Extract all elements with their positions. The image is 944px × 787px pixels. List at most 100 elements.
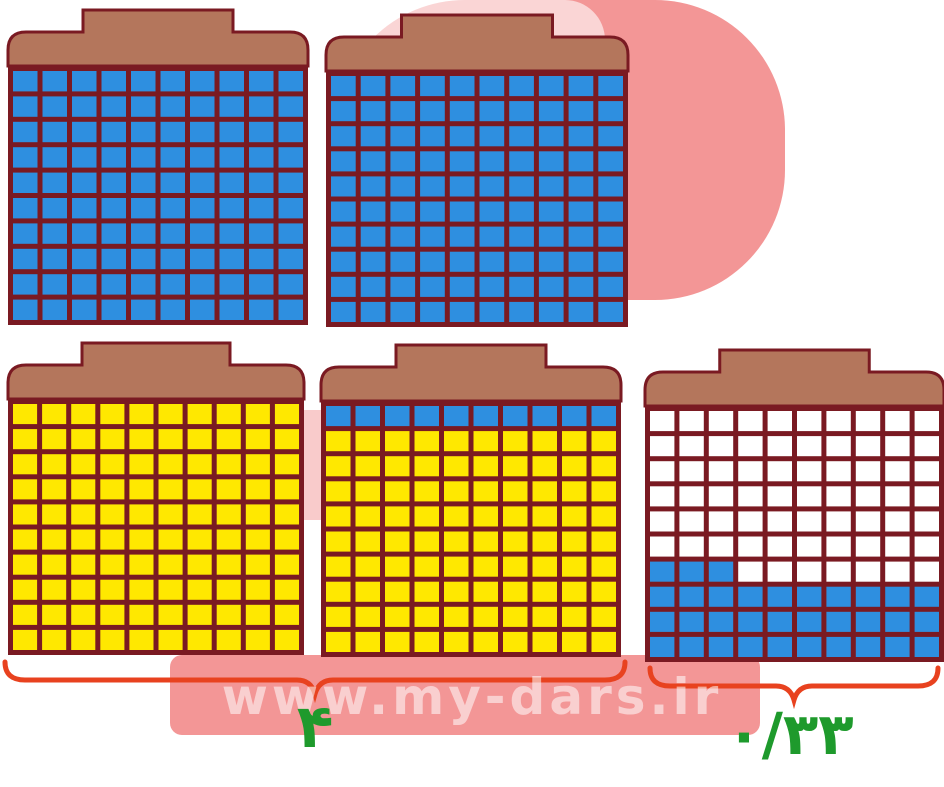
window bbox=[187, 554, 212, 575]
window bbox=[390, 176, 416, 197]
window bbox=[385, 506, 410, 527]
window bbox=[479, 101, 505, 122]
window bbox=[679, 586, 704, 607]
window bbox=[13, 274, 38, 295]
window bbox=[568, 101, 594, 122]
window bbox=[326, 431, 351, 452]
window bbox=[797, 561, 822, 582]
window bbox=[568, 151, 594, 172]
window bbox=[158, 529, 183, 550]
window bbox=[216, 579, 241, 600]
window bbox=[42, 554, 67, 575]
window bbox=[855, 486, 881, 507]
window bbox=[13, 172, 38, 193]
window bbox=[278, 198, 303, 219]
window bbox=[390, 226, 416, 247]
window bbox=[216, 479, 241, 500]
window bbox=[190, 274, 215, 295]
window bbox=[420, 301, 445, 322]
window bbox=[129, 554, 154, 575]
window bbox=[13, 629, 38, 650]
window bbox=[129, 454, 154, 475]
window bbox=[568, 76, 594, 97]
window bbox=[100, 504, 125, 525]
window bbox=[274, 404, 299, 425]
window bbox=[444, 406, 469, 427]
window bbox=[708, 636, 734, 657]
window bbox=[914, 461, 939, 482]
window bbox=[160, 172, 185, 193]
window bbox=[72, 198, 97, 219]
window bbox=[13, 223, 38, 244]
building-bottom-left bbox=[6, 341, 306, 655]
window bbox=[13, 579, 38, 600]
window bbox=[160, 299, 185, 320]
roof bbox=[319, 343, 623, 403]
window bbox=[914, 536, 939, 557]
window bbox=[219, 172, 244, 193]
window bbox=[591, 556, 616, 577]
window bbox=[101, 96, 126, 117]
window bbox=[420, 151, 445, 172]
window bbox=[245, 479, 270, 500]
window bbox=[42, 429, 67, 450]
window bbox=[420, 101, 445, 122]
window bbox=[562, 406, 587, 427]
window bbox=[679, 636, 704, 657]
window bbox=[219, 121, 244, 143]
window bbox=[160, 71, 185, 92]
window bbox=[885, 411, 910, 432]
window bbox=[326, 481, 351, 502]
window bbox=[278, 96, 303, 117]
window bbox=[355, 581, 380, 602]
window bbox=[245, 629, 270, 650]
window bbox=[449, 126, 475, 147]
window bbox=[538, 301, 564, 322]
window bbox=[245, 429, 270, 450]
window bbox=[738, 486, 763, 507]
window bbox=[158, 604, 183, 625]
window bbox=[679, 486, 704, 507]
window bbox=[532, 431, 557, 452]
window bbox=[331, 251, 356, 272]
window bbox=[509, 151, 534, 172]
window bbox=[71, 629, 96, 650]
window bbox=[591, 606, 616, 627]
window bbox=[826, 436, 851, 457]
window bbox=[562, 431, 587, 452]
window bbox=[278, 121, 303, 143]
window bbox=[538, 201, 564, 222]
window bbox=[591, 631, 616, 652]
window bbox=[216, 454, 241, 475]
window bbox=[444, 631, 469, 652]
window bbox=[100, 454, 125, 475]
window bbox=[13, 121, 38, 143]
window bbox=[650, 436, 675, 457]
window bbox=[245, 604, 270, 625]
window bbox=[826, 511, 851, 532]
window bbox=[187, 529, 212, 550]
window bbox=[360, 151, 386, 172]
window bbox=[100, 404, 125, 425]
window bbox=[13, 198, 38, 219]
window bbox=[71, 454, 96, 475]
window bbox=[767, 436, 792, 457]
window bbox=[187, 479, 212, 500]
window bbox=[568, 126, 594, 147]
window bbox=[190, 71, 215, 92]
window bbox=[42, 198, 67, 219]
decimal-number-label: ۰/۳۳ bbox=[726, 700, 854, 768]
window bbox=[278, 172, 303, 193]
window bbox=[855, 461, 881, 482]
window bbox=[13, 479, 38, 500]
window bbox=[420, 176, 445, 197]
window bbox=[650, 636, 675, 657]
window bbox=[355, 631, 380, 652]
window bbox=[216, 604, 241, 625]
window bbox=[562, 631, 587, 652]
window bbox=[190, 147, 215, 168]
window bbox=[249, 71, 274, 92]
window bbox=[245, 579, 270, 600]
window bbox=[538, 251, 564, 272]
window bbox=[414, 481, 439, 502]
